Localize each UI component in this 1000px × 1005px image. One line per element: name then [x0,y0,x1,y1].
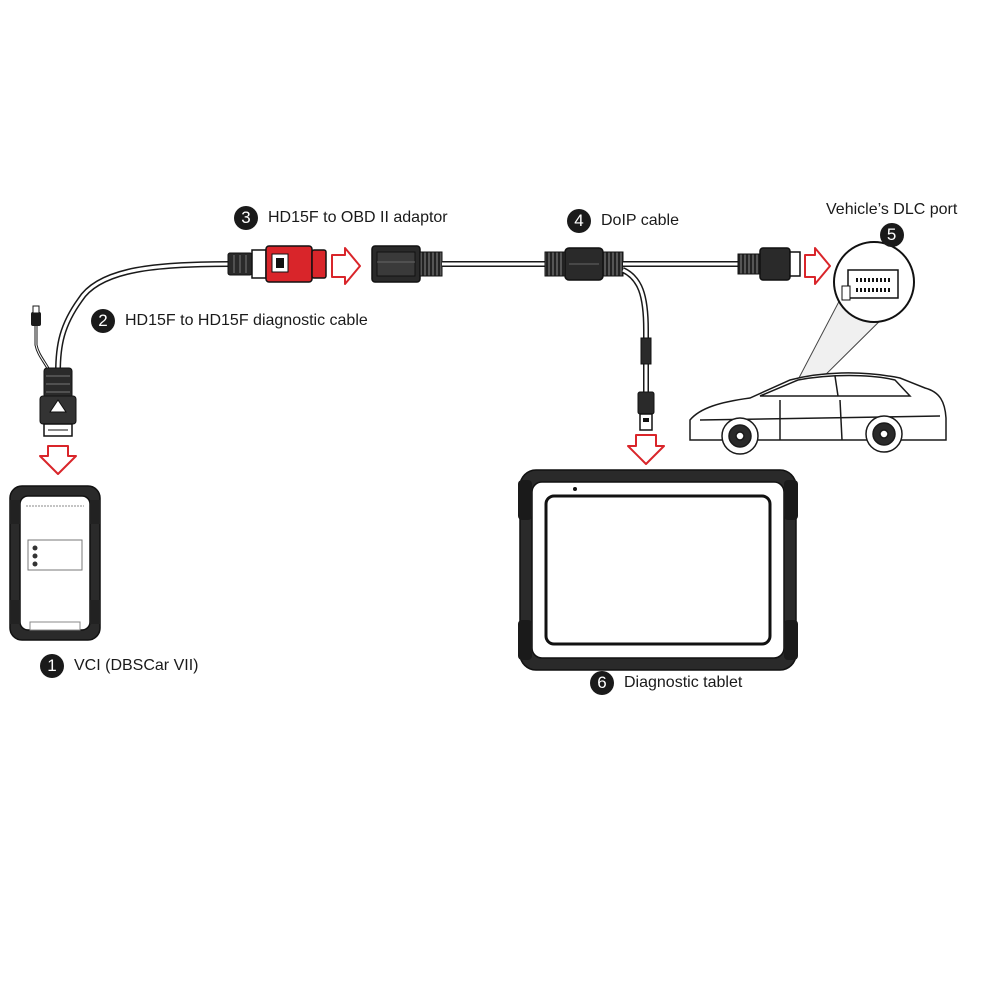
badge-number: 2 [91,309,115,333]
dlc-port-callout [789,241,915,396]
label-diagnostic-cable: 2 HD15F to HD15F diagnostic cable [91,309,368,333]
badge-number: 3 [234,206,258,230]
diagnostic-tablet [518,469,798,671]
label-text: Vehicle’s DLC port [826,201,958,218]
badge-number: 4 [567,209,591,233]
label-text: DoIP cable [601,212,679,229]
badge-number: 1 [40,654,64,678]
label-dlc-port: Vehicle’s DLC port 5 [826,201,957,247]
label-text: HD15F to HD15F diagnostic cable [125,312,368,329]
diagnostic-cable [34,261,231,373]
cable-connector-vci [39,367,77,437]
cable-pigtail-plug [31,305,41,326]
label-doip-cable: 4 DoIP cable [567,209,679,233]
label-text: Diagnostic tablet [624,674,743,691]
label-text: VCI (DBSCar VII) [74,657,199,674]
arrow-down-icon [627,434,665,465]
badge-number: 6 [590,671,614,695]
badge-number: 5 [879,223,904,247]
doip-cable [371,245,801,431]
label-text: HD15F to OBD II adaptor [268,209,448,226]
label-adaptor: 3 HD15F to OBD II adaptor [234,206,448,230]
label-vci: 1 VCI (DBSCar VII) [40,654,198,678]
arrow-right-icon [804,247,831,285]
obd2-adaptor [251,245,327,283]
arrow-down-icon [39,445,77,475]
cable-connector-hd15 [227,252,253,276]
vci-device [9,485,101,641]
dlc-port-icon [841,269,899,301]
arrow-right-icon [331,247,361,285]
vehicle [689,372,947,455]
label-tablet: 6 Diagnostic tablet [590,671,742,695]
